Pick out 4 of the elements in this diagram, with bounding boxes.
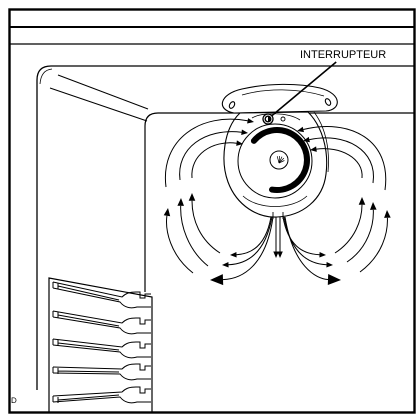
leader-line [271,61,337,116]
callout-label: INTERRUPTEUR [300,49,386,62]
figure-letter: D [11,396,17,406]
switch-knob [262,113,274,125]
